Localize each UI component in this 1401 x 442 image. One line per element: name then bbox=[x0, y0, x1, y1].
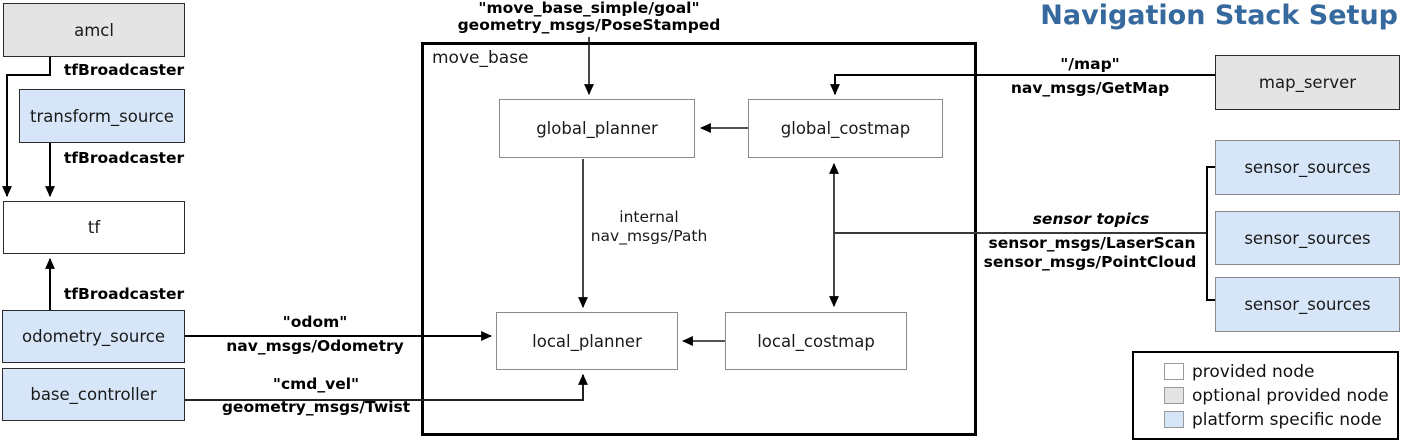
label-goal-topic: "move_base_simple/goal" bbox=[478, 0, 700, 17]
label-tf-broadcaster-transform: tfBroadcaster bbox=[63, 149, 185, 167]
edge-sensor-sources-bracket bbox=[1206, 166, 1215, 301]
label-goal-msg-type: geometry_msgs/PoseStamped bbox=[457, 16, 721, 34]
legend-item-optional-provided-node: optional provided node bbox=[1164, 384, 1397, 408]
node-map-server-label: map_server bbox=[1258, 73, 1357, 92]
label-odom-msg-type: nav_msgs/Odometry bbox=[226, 337, 404, 355]
node-sensor-sources-3: sensor_sources bbox=[1215, 277, 1400, 332]
node-base-controller-label: base_controller bbox=[30, 385, 157, 404]
node-odometry-source: odometry_source bbox=[2, 310, 185, 363]
legend-item-provided-node: provided node bbox=[1164, 360, 1397, 384]
node-global-costmap: global_costmap bbox=[748, 99, 943, 158]
label-tf-broadcaster-amcl: tfBroadcaster bbox=[63, 61, 185, 79]
edge-map-server-to-global-costmap bbox=[830, 74, 1215, 96]
node-local-costmap-label: local_costmap bbox=[757, 331, 875, 351]
label-sensor-msg-laserscan: sensor_msgs/LaserScan bbox=[988, 234, 1196, 252]
node-local-costmap: local_costmap bbox=[725, 312, 907, 370]
node-odometry-source-label: odometry_source bbox=[22, 327, 165, 346]
label-odom-topic: "odom" bbox=[282, 313, 348, 331]
node-sensor-sources-1: sensor_sources bbox=[1215, 140, 1400, 195]
node-local-planner: local_planner bbox=[496, 312, 678, 370]
legend-item-platform-specific-node: platform specific node bbox=[1164, 408, 1397, 432]
legend-item-label: provided node bbox=[1192, 361, 1315, 382]
label-cmd-vel-topic: "cmd_vel" bbox=[272, 375, 360, 393]
label-sensor-topics: sensor topics bbox=[1032, 210, 1150, 228]
label-internal: internal bbox=[619, 208, 679, 226]
node-global-costmap-label: global_costmap bbox=[780, 119, 911, 138]
label-cmd-vel-msg-type: geometry_msgs/Twist bbox=[221, 398, 411, 416]
node-amcl: amcl bbox=[3, 3, 185, 57]
provided-node-swatch bbox=[1164, 363, 1184, 380]
optional-provided-node-swatch bbox=[1164, 387, 1184, 404]
node-local-planner-label: local_planner bbox=[532, 331, 642, 351]
label-map-msg-type: nav_msgs/GetMap bbox=[1010, 79, 1170, 97]
move-base-container-label: move_base bbox=[432, 48, 529, 68]
node-transform-source: transform_source bbox=[19, 89, 185, 143]
node-tf-label: tf bbox=[87, 218, 101, 237]
node-transform-source-label: transform_source bbox=[30, 106, 174, 126]
node-global-planner-label: global_planner bbox=[536, 119, 658, 138]
page-title: Navigation Stack Setup bbox=[1040, 0, 1398, 31]
node-global-planner: global_planner bbox=[499, 99, 695, 158]
node-map-server: map_server bbox=[1215, 55, 1400, 110]
edge-cmd-vel-to-local-planner bbox=[185, 373, 588, 401]
node-tf: tf bbox=[3, 201, 185, 254]
label-sensor-msg-pointcloud: sensor_msgs/PointCloud bbox=[983, 253, 1197, 271]
legend-item-label: platform specific node bbox=[1192, 409, 1382, 430]
label-map-topic: "/map" bbox=[1060, 55, 1120, 73]
edge-amcl-to-tf bbox=[2, 57, 51, 198]
label-tf-broadcaster-odometry: tfBroadcaster bbox=[63, 285, 185, 303]
platform-specific-node-swatch bbox=[1164, 411, 1184, 428]
label-internal-msg-type: nav_msgs/Path bbox=[590, 227, 708, 245]
node-sensor-sources-3-label: sensor_sources bbox=[1244, 295, 1371, 314]
node-sensor-sources-2-label: sensor_sources bbox=[1244, 228, 1371, 248]
legend-item-label: optional provided node bbox=[1192, 385, 1389, 406]
node-sensor-sources-2: sensor_sources bbox=[1215, 211, 1400, 265]
legend-box: provided node optional provided node pla… bbox=[1132, 351, 1399, 440]
node-sensor-sources-1-label: sensor_sources bbox=[1244, 158, 1371, 177]
node-base-controller: base_controller bbox=[2, 368, 185, 421]
node-amcl-label: amcl bbox=[74, 20, 114, 40]
